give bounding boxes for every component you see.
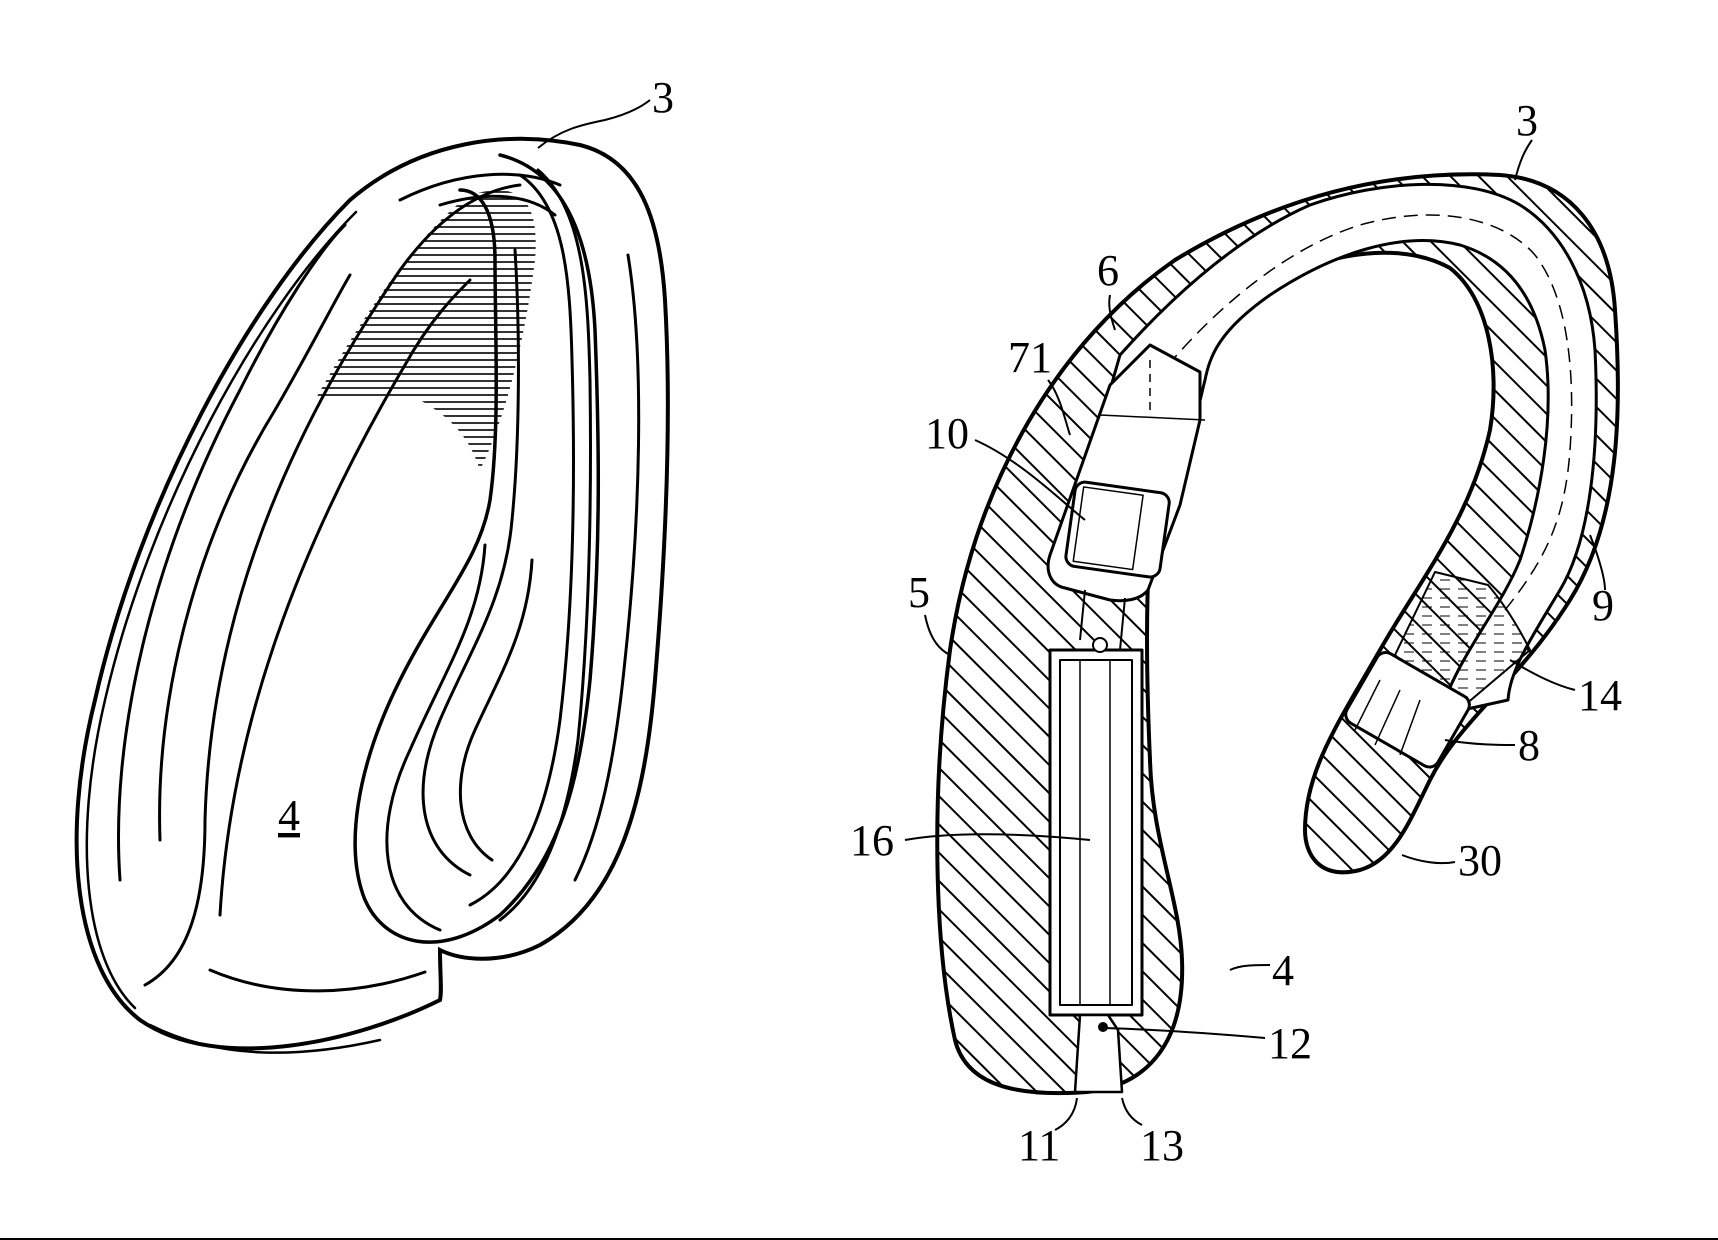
left-label-3: 3 xyxy=(652,73,674,122)
right-leader-8 xyxy=(1445,740,1515,745)
right-label-13: 13 xyxy=(1140,1121,1184,1170)
right-label-5: 5 xyxy=(908,568,930,617)
right-label-8: 8 xyxy=(1518,721,1540,770)
left-side-stripe-1 xyxy=(119,225,346,880)
right-label-11: 11 xyxy=(1018,1121,1060,1170)
right-battery-terminal-top xyxy=(1093,638,1107,652)
right-leader-3 xyxy=(1515,140,1532,180)
right-leader-30 xyxy=(1402,855,1455,863)
right-leader-4 xyxy=(1230,965,1270,970)
right-label-3: 3 xyxy=(1516,96,1538,145)
left-hook-right-stripe xyxy=(575,255,639,880)
left-label-4: 4 xyxy=(278,791,300,840)
right-contact-12 xyxy=(1098,1022,1108,1032)
right-label-4: 4 xyxy=(1272,946,1294,995)
right-label-71: 71 xyxy=(1008,333,1052,382)
right-leader-5 xyxy=(925,615,950,655)
right-label-16: 16 xyxy=(850,816,894,865)
right-leader-13 xyxy=(1122,1098,1142,1125)
right-label-14: 14 xyxy=(1578,671,1622,720)
right-microphone-10 xyxy=(1065,481,1171,578)
left-hook-inner-s-3 xyxy=(460,560,532,860)
left-inner-face-bottom xyxy=(210,970,425,991)
right-label-10: 10 xyxy=(925,409,969,458)
right-battery-16-outer xyxy=(1050,650,1142,1015)
right-label-30: 30 xyxy=(1458,836,1502,885)
right-label-6: 6 xyxy=(1097,246,1119,295)
left-view-housing xyxy=(77,139,668,1053)
right-label-12: 12 xyxy=(1268,1019,1312,1068)
left-inner-shadow xyxy=(315,190,536,470)
right-label-9: 9 xyxy=(1592,581,1614,630)
